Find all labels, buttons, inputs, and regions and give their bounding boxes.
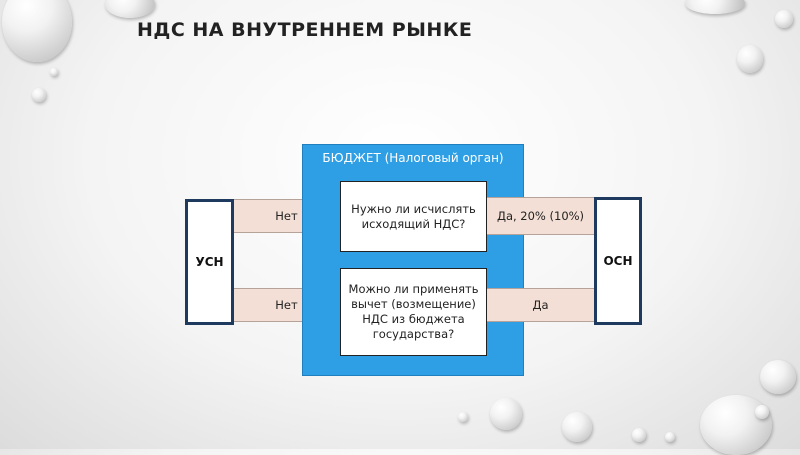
water-drop-decoration bbox=[760, 360, 796, 394]
q1-right-answer: Да, 20% (10%) bbox=[486, 197, 595, 235]
water-drop-decoration bbox=[562, 412, 592, 442]
q2-right-answer: Да bbox=[486, 288, 595, 322]
osn-box: ОСН bbox=[594, 197, 642, 325]
water-drop-decoration bbox=[700, 395, 772, 455]
water-drop-decoration bbox=[755, 405, 769, 419]
water-drop-decoration bbox=[737, 45, 763, 73]
question-1-text: Нужно ли исчислять исходящий НДС? bbox=[351, 201, 476, 231]
question-1-box: Нужно ли исчислять исходящий НДС? bbox=[340, 181, 487, 252]
water-drop-decoration bbox=[490, 398, 522, 430]
question-2-box: Можно ли применять вычет (возмещение) НД… bbox=[340, 268, 487, 356]
water-drop-decoration bbox=[775, 10, 793, 28]
budget-label: БЮДЖЕТ (Налоговый орган) bbox=[322, 151, 504, 165]
slide-title: НДС НА ВНУТРЕННЕМ РЫНКЕ bbox=[137, 19, 473, 41]
q1-right-answer-text: Да, 20% (10%) bbox=[496, 208, 585, 223]
water-drop-decoration bbox=[458, 412, 468, 422]
water-drop-decoration bbox=[665, 432, 675, 442]
question-2-text: Можно ли применять вычет (возмещение) НД… bbox=[348, 282, 479, 341]
water-drop-decoration bbox=[632, 428, 646, 442]
water-drop-decoration bbox=[2, 0, 72, 62]
water-drop-decoration bbox=[105, 0, 155, 18]
water-drop-decoration bbox=[32, 88, 46, 102]
usn-box: УСН bbox=[185, 199, 234, 325]
water-drop-decoration bbox=[50, 68, 58, 76]
water-drop-decoration bbox=[685, 0, 745, 14]
